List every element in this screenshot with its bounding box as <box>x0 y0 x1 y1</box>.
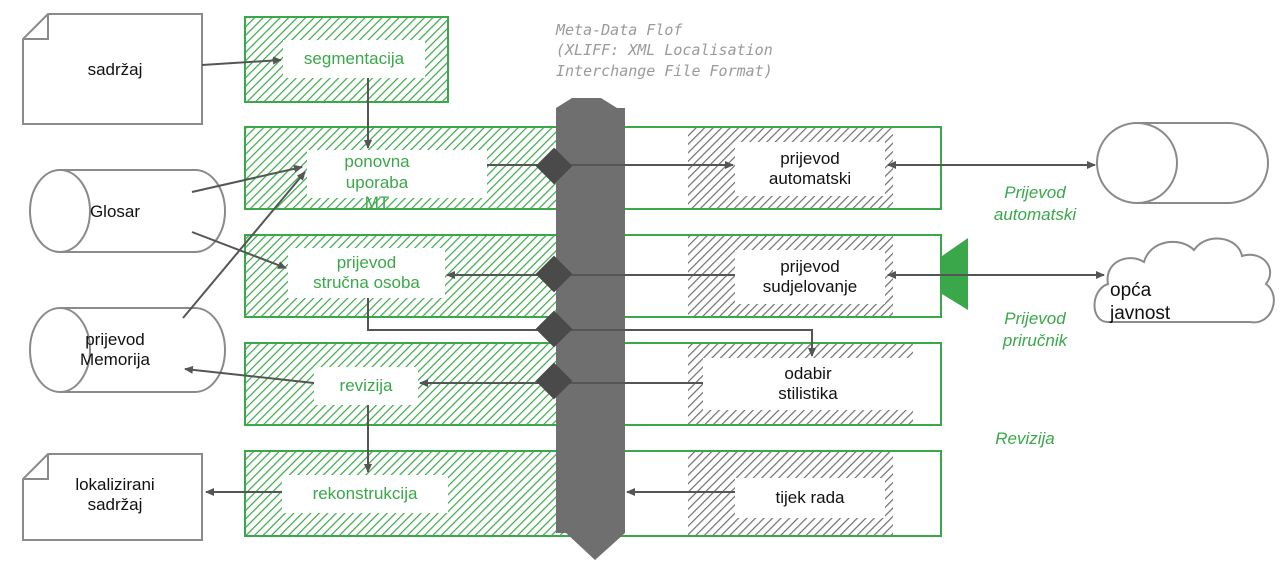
doc-content-fold <box>23 14 49 40</box>
store-memory-curve <box>59 307 91 393</box>
content-label: sadržaj <box>87 59 143 79</box>
localized-label: lokalizirani sadržaj <box>75 474 155 514</box>
box-participation[interactable] <box>735 250 885 304</box>
box-auto[interactable] <box>735 142 885 196</box>
arrow-content-seg <box>201 56 282 66</box>
store-memory-shape <box>29 307 226 393</box>
box-reconstruction[interactable] <box>282 475 448 513</box>
mt-engine-curve <box>1136 122 1178 204</box>
box-expert[interactable] <box>288 248 445 298</box>
doc-content-shape <box>22 13 203 125</box>
box-workflow[interactable] <box>735 478 885 518</box>
doc-localized-fold <box>23 454 49 480</box>
revision-label: revizija <box>339 375 393 395</box>
store-glossary-curve <box>59 169 91 253</box>
arrow-revision-memory <box>184 365 315 384</box>
gateway-diamond-1 <box>535 147 573 185</box>
stylist-label: odabir stilistika <box>778 363 838 403</box>
arrow-glossary-reuse <box>191 164 303 193</box>
cloud-shape <box>1093 237 1275 324</box>
doc-localized-shape <box>22 453 203 541</box>
participation-label: prijevod sudjelovanje <box>762 256 858 296</box>
workflow-label: tijek rada <box>775 487 845 507</box>
gateway-diamond-4 <box>535 362 573 400</box>
memory-label: prijevod Memorija <box>80 329 150 369</box>
segmentation-label: segmentacija <box>303 48 405 68</box>
side-label-manual: Prijevod priručnik <box>1002 309 1068 351</box>
side-label-auto: Prijevod automatski <box>993 183 1077 225</box>
public-label: opća javnost <box>1110 280 1171 324</box>
box-segmentation[interactable] <box>283 40 425 78</box>
auto-label: prijevod automatski <box>768 148 852 188</box>
expert-label: prijevod stručna osoba <box>313 252 420 292</box>
mt-engine-shape <box>1096 122 1269 204</box>
reconstruction-label: rekonstrukcija <box>312 483 418 503</box>
box-stylist[interactable] <box>703 358 913 410</box>
gateway-diamond-3 <box>535 310 573 348</box>
box-reuse[interactable] <box>307 150 487 198</box>
arrow-memory-reuse <box>182 171 306 319</box>
side-label-revision: Revizija <box>995 429 1055 448</box>
arrow-expert-stylist <box>367 298 816 357</box>
box-revision[interactable] <box>314 367 418 405</box>
metadata-title: Meta-Data Flof (XLIFF: XML Localisation … <box>556 21 773 80</box>
gateway-diamond-2 <box>535 255 573 293</box>
reuse-label: ponovna uporaba MT <box>344 152 410 213</box>
glossary-label: Glosar <box>89 201 141 221</box>
